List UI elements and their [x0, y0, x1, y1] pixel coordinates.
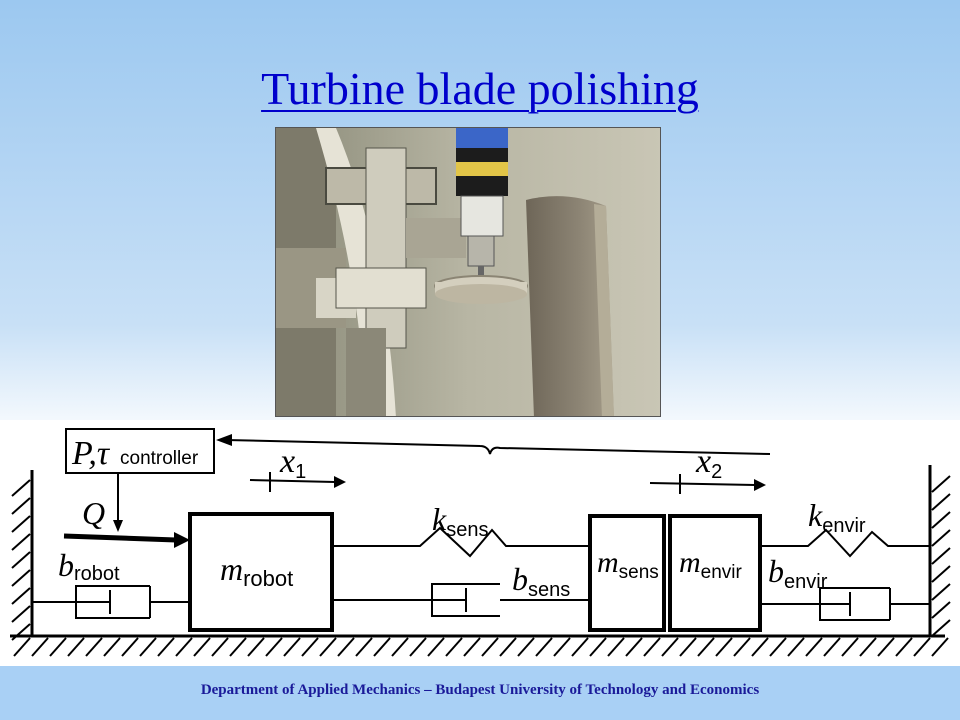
k-sens-label: ksens — [432, 501, 488, 541]
b-sens-label: bsens — [512, 561, 570, 601]
k-envir-label: kenvir — [808, 497, 866, 537]
b-envir-label: benvir — [768, 553, 828, 593]
b-robot-label: brobot — [58, 547, 120, 585]
mechanical-model-diagram: P,τ controller Q x1 x2 mrobot brobot — [0, 420, 960, 666]
x1-label: x1 — [279, 443, 306, 483]
x2-label: x2 — [695, 443, 722, 483]
footer-bar: Department of Applied Mechanics – Budape… — [0, 666, 960, 720]
m-robot-label: mrobot — [220, 551, 293, 591]
slide-title: Turbine blade polishing — [261, 63, 699, 114]
controller-label: controller — [120, 448, 199, 469]
controller-symbols: P,τ — [71, 435, 111, 472]
force-q-label: Q — [82, 495, 105, 531]
m-envir-label: menvir — [679, 546, 743, 583]
m-sens-label: msens — [597, 546, 659, 583]
polishing-photo — [275, 127, 661, 417]
footer-text: Department of Applied Mechanics – Budape… — [200, 682, 760, 698]
